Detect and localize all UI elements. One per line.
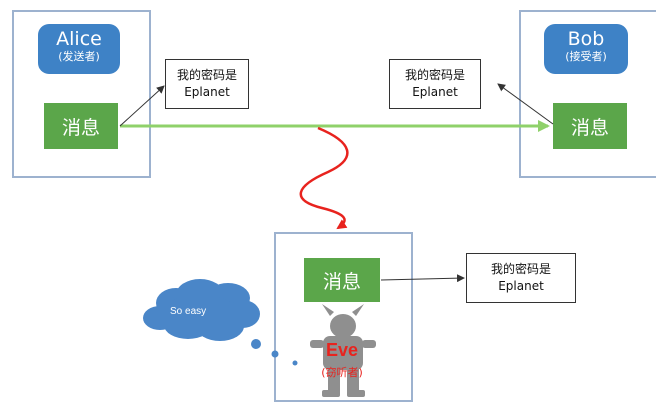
bob-name: Bob <box>567 28 605 50</box>
alice-password-note: 我的密码是 Eplanet <box>165 59 249 109</box>
bob-note-line2: Eplanet <box>412 85 458 99</box>
eve-name: Eve <box>325 340 359 360</box>
bob-role-label: (接受者) <box>565 50 607 63</box>
cloud-text: So easy <box>170 306 207 317</box>
eve-note-line1: 我的密码是 <box>490 262 551 276</box>
alice-role-box: Alice (发送者) <box>38 24 120 74</box>
intercept-arrow <box>299 126 349 230</box>
alice-note-line2: Eplanet <box>184 85 230 99</box>
alice-note-line1: 我的密码是 <box>176 68 237 82</box>
alice-message-box: 消息 <box>44 103 118 149</box>
alice-role-label: (发送者) <box>58 50 100 63</box>
bob-role-box: Bob (接受者) <box>544 24 628 74</box>
bob-note-line1: 我的密码是 <box>404 68 465 82</box>
eve-password-note: 我的密码是 Eplanet <box>466 253 576 303</box>
bob-message-box: 消息 <box>553 103 627 149</box>
eve-message-box: 消息 <box>304 258 380 302</box>
eve-note-line2: Eplanet <box>498 279 544 293</box>
eve-role-label: (窃听者) <box>321 366 363 379</box>
alice-name: Alice <box>56 28 102 50</box>
bob-password-note: 我的密码是 Eplanet <box>389 59 481 109</box>
